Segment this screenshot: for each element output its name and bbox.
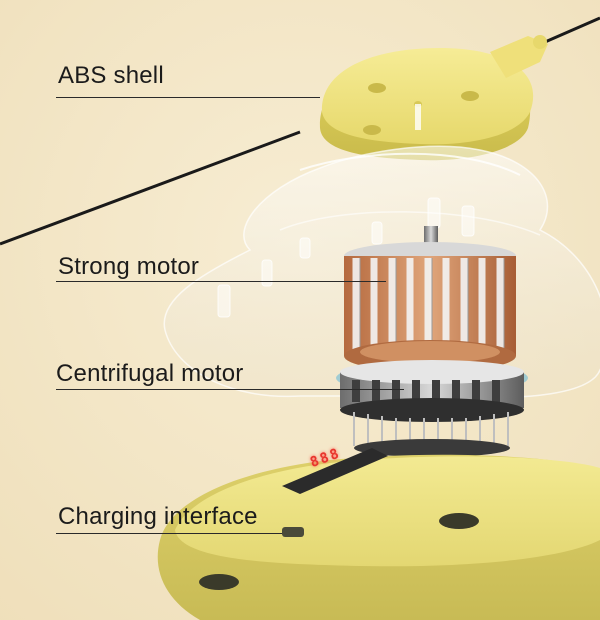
usb-charging-port <box>282 527 304 537</box>
label-strong-motor: Strong motor <box>58 253 200 280</box>
shell-hole <box>363 125 381 135</box>
centrifugal-motor <box>336 360 528 457</box>
shell-hole <box>368 83 386 93</box>
label-centrifugal-motor: Centrifugal motor <box>56 360 244 387</box>
label-abs-shell: ABS shell <box>58 62 164 89</box>
base-vent-hole <box>439 513 479 529</box>
suspension-cable-right <box>544 16 600 44</box>
leader-abs-shell <box>56 97 320 98</box>
base-vent-hole <box>199 574 239 590</box>
strong-motor <box>344 226 516 372</box>
led-display-panel <box>282 448 388 494</box>
cable-clip <box>490 36 548 78</box>
label-charging-interface: Charging interface <box>58 503 258 530</box>
shell-pin <box>415 104 421 130</box>
shell-hole <box>461 91 479 101</box>
leader-strong-motor <box>56 281 386 282</box>
abs-shell-cap <box>319 35 548 161</box>
base-housing <box>157 448 600 620</box>
suspension-cable-left <box>0 130 301 246</box>
leader-centrifugal-motor <box>56 389 404 390</box>
leader-charging-interface <box>56 533 282 534</box>
